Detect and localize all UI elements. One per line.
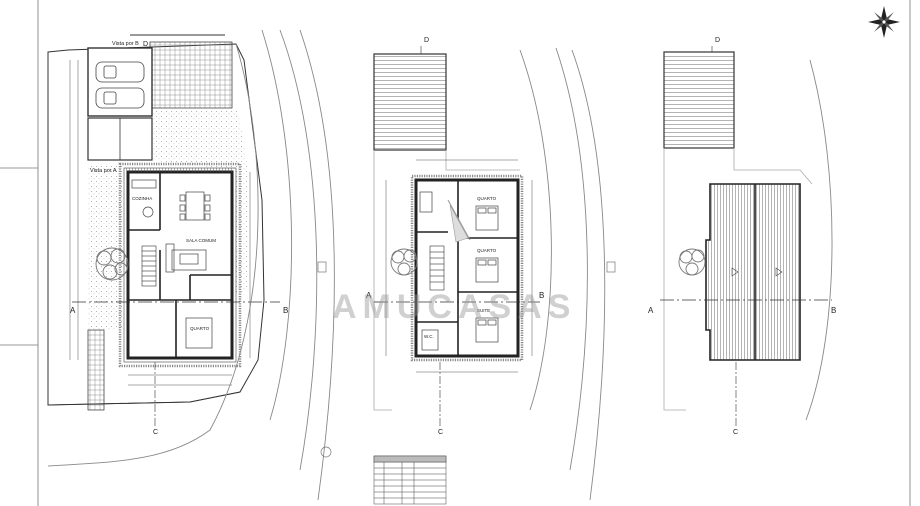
room-label-wc: W.C. [424, 334, 434, 339]
grid-label-c-left: C [153, 429, 158, 436]
road-curves [47, 29, 833, 501]
grid-label-c-mid: C [438, 429, 443, 436]
watermark: AMUCASAS [332, 288, 577, 326]
grid-label-d-left: D [143, 41, 148, 48]
driveway-tiles [149, 41, 233, 109]
grid-label-a-mid: A [366, 291, 372, 300]
area-table [373, 455, 447, 505]
roof-panel-top [663, 51, 735, 149]
room-label-quarto-1: QUARTO [477, 196, 497, 201]
grid-label-b-left: B [283, 306, 288, 315]
roof-panel-left [373, 53, 447, 151]
dining-table [179, 191, 211, 221]
roof-plan: D A B C [648, 37, 836, 436]
tree-icon [678, 248, 706, 276]
view-label-b: Vista por B [112, 41, 139, 47]
room-label-quarto-2: QUARTO [477, 248, 497, 253]
tree-icon [95, 247, 129, 281]
room-label-cozinha: COZINHA [132, 196, 152, 201]
car-icon [95, 61, 145, 109]
garden-area [88, 165, 126, 330]
grid-label-b-right: B [831, 306, 836, 315]
grid-label-b-mid: B [539, 291, 544, 300]
compass-rose-icon [868, 6, 900, 38]
grid-label-d-mid: D [424, 37, 429, 44]
grid-label-c-right: C [733, 429, 738, 436]
ground-floor-plan: Vista por B D Vista por A [47, 34, 288, 436]
view-label-a: Vista por A [90, 168, 117, 174]
sofa [165, 243, 207, 273]
room-label-suite: SUITE [477, 308, 490, 313]
staircase [141, 245, 157, 287]
tree-icon [390, 248, 418, 276]
first-floor-plan: D QUARTO QUARTO SUI [366, 37, 544, 436]
grid-label-a-right: A [648, 306, 654, 315]
room-label-sala: SALA COMUM [186, 238, 216, 243]
room-label-quarto: QUARTO [190, 326, 210, 331]
grid-label-d-right: D [715, 37, 720, 44]
grid-label-a-left: A [70, 306, 76, 315]
upper-house-walls [414, 178, 520, 358]
beds [475, 205, 499, 343]
main-roof [705, 183, 801, 361]
